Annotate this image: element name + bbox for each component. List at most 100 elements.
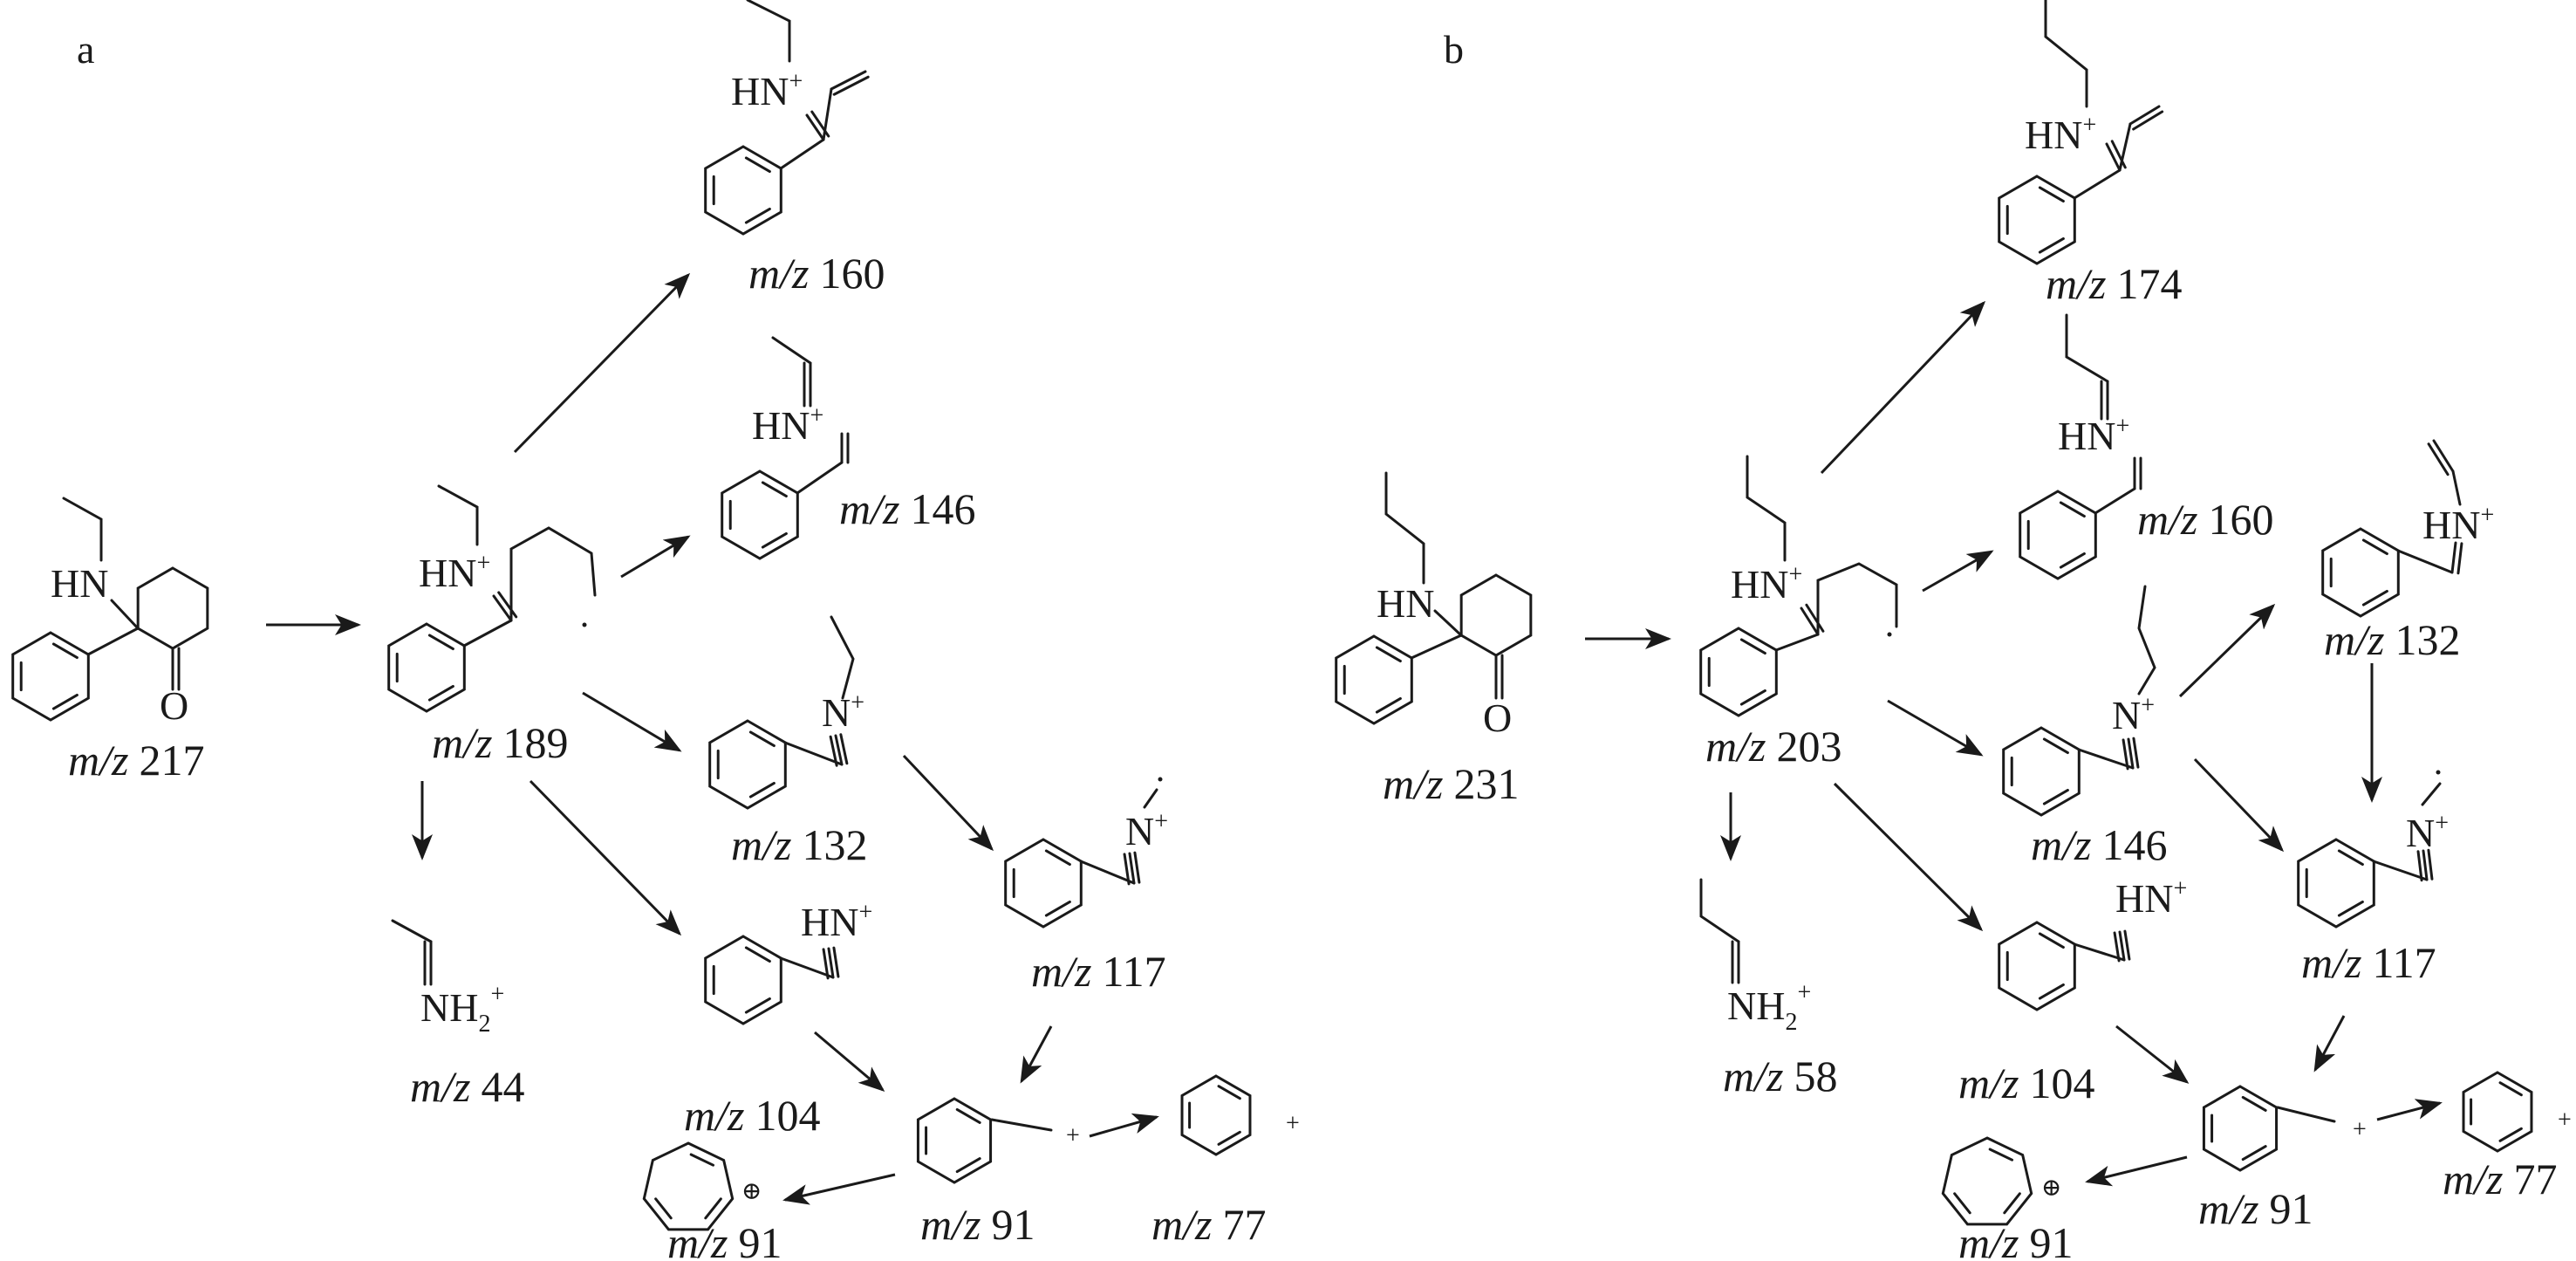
bond <box>2498 1127 2523 1142</box>
bond <box>1433 609 1463 637</box>
benzene-ring <box>916 1097 993 1184</box>
reaction-arrow <box>2178 603 2276 698</box>
bond <box>1800 607 1820 636</box>
bond <box>2073 168 2122 200</box>
benzene-ring <box>2321 527 2400 618</box>
atom-label-hn: HN+ <box>731 68 803 113</box>
radical-dot <box>1158 777 1163 782</box>
bond <box>2416 850 2423 882</box>
mz-prefix: m/z <box>1031 947 1091 996</box>
bond <box>2361 538 2388 556</box>
bond <box>1123 853 1131 886</box>
bond <box>2073 942 2126 962</box>
bond <box>2038 236 2065 254</box>
bond <box>1953 1192 1971 1215</box>
bond <box>492 594 513 622</box>
ring-outline <box>642 1141 735 1231</box>
bond <box>2105 142 2122 172</box>
mz-value: 203 <box>1776 722 1841 771</box>
reaction-arrow <box>582 691 682 752</box>
cyclohexane-ring <box>136 566 209 650</box>
bond <box>779 138 825 170</box>
hn: HN <box>2025 113 2082 157</box>
hn: HN <box>801 900 858 944</box>
atom-label-n: N+ <box>2406 810 2449 855</box>
hn: HN <box>51 561 108 606</box>
charge-plus: + <box>1788 561 1802 588</box>
ring-outline <box>2462 1071 2533 1153</box>
charge-plus: + <box>2141 692 2155 719</box>
n: N <box>822 690 851 735</box>
n: N <box>2112 693 2141 737</box>
bond <box>704 1197 722 1220</box>
bond <box>2137 585 2156 696</box>
text-part: ⊕ <box>2041 1175 2061 1202</box>
benzene-ring <box>11 631 90 722</box>
bond <box>110 599 140 630</box>
mz-value: 132 <box>2395 615 2460 664</box>
bond <box>1739 689 1766 706</box>
bond <box>2127 737 2135 770</box>
bond <box>830 615 855 700</box>
mz-prefix: m/z <box>1723 1052 1783 1100</box>
ring-outline <box>387 622 466 713</box>
bond <box>462 619 513 648</box>
reaction-arrow <box>1922 550 1994 593</box>
ring-outline <box>1699 627 1778 717</box>
ring-outline <box>1998 921 2076 1011</box>
bond <box>2427 442 2450 476</box>
bond <box>2422 849 2429 881</box>
bond <box>748 730 776 748</box>
bond <box>761 531 788 549</box>
charge-plus: + <box>858 899 872 926</box>
mz-value: 117 <box>1102 947 1165 996</box>
bond <box>2432 439 2455 473</box>
reaction-arrow <box>1089 1113 1159 1138</box>
hn: HN <box>2422 503 2480 547</box>
charge-plus: + <box>1797 979 1811 1006</box>
bond <box>2337 849 2364 867</box>
bond <box>2038 932 2065 949</box>
bond <box>744 946 771 963</box>
charge-plus: + <box>1286 1110 1300 1137</box>
bond <box>761 481 788 498</box>
bond <box>86 627 140 656</box>
reaction-arrow <box>1820 300 1986 475</box>
charge-plus: + <box>1066 1122 1080 1149</box>
reaction-arrow <box>902 754 994 852</box>
panel-label: a <box>77 27 94 72</box>
bond <box>829 735 838 767</box>
atom-label-hn: HN+ <box>1731 561 1802 607</box>
bond <box>2038 983 2065 1000</box>
bond <box>2498 1081 2523 1097</box>
bond <box>2132 737 2140 769</box>
charge-plus: + <box>2435 810 2449 837</box>
atom-label-hn: HN+ <box>801 899 872 944</box>
mz-value: 104 <box>2029 1059 2094 1107</box>
mz-prefix: m/z <box>839 484 899 533</box>
text-part: O <box>160 683 188 728</box>
mz-value: 231 <box>1453 759 1519 808</box>
mz-value: 91 <box>2269 1184 2313 1233</box>
bond <box>1774 633 1820 652</box>
bond <box>1384 471 1425 585</box>
atom-label-o: O <box>1483 696 1512 740</box>
mz-prefix: m/z <box>748 249 809 298</box>
